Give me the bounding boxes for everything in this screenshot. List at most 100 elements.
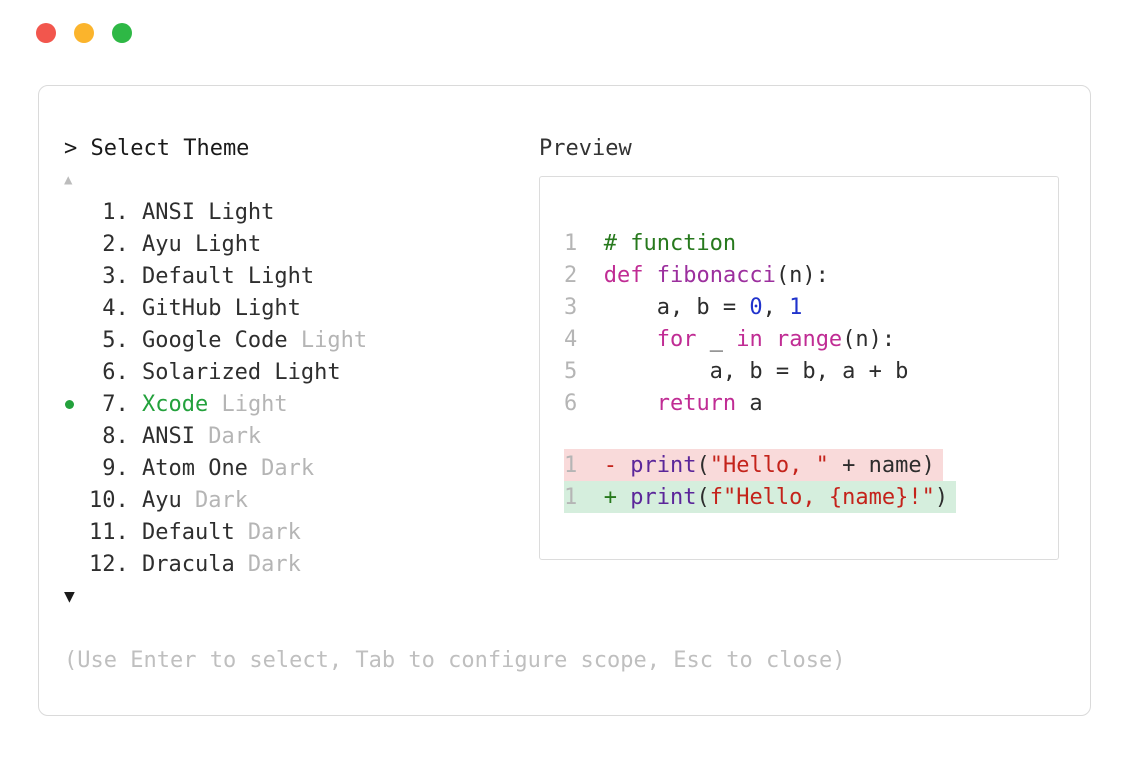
diff-line-added: 1 + print(f"Hello, {name}!") bbox=[564, 481, 957, 513]
token-plain: a, b = bbox=[603, 294, 750, 320]
theme-variant: Dark bbox=[234, 519, 301, 545]
token-diff-minus: - bbox=[603, 452, 631, 478]
code-line: 5 a, b = b, a + b bbox=[564, 355, 1034, 387]
theme-item-ansi-dark[interactable]: 8. ANSI Dark bbox=[64, 420, 539, 452]
theme-item-label: Ayu Light bbox=[142, 232, 261, 257]
theme-variant: Dark bbox=[194, 423, 262, 449]
keyboard-hint: (Use Enter to select, Tab to configure s… bbox=[64, 647, 846, 673]
theme-variant: Light bbox=[194, 199, 275, 225]
theme-variant: Light bbox=[181, 231, 262, 257]
theme-item-xcode-light[interactable]: 7. Xcode Light bbox=[64, 388, 539, 420]
theme-item-number: 10. bbox=[89, 487, 129, 513]
theme-item-label: ANSI Light bbox=[142, 200, 274, 225]
code-line: 4 for _ in range(n): bbox=[564, 323, 1034, 355]
token-keyword: in bbox=[736, 326, 763, 352]
theme-item-solarized-light[interactable]: 6.Solarized Light bbox=[64, 356, 539, 388]
theme-item-label: Xcode Light bbox=[142, 392, 288, 417]
theme-name: Google Code bbox=[141, 327, 288, 353]
theme-variant: Dark bbox=[247, 455, 315, 481]
token-plain: a bbox=[736, 390, 763, 416]
theme-variant: Light bbox=[287, 327, 368, 353]
selected-dot bbox=[65, 399, 74, 409]
theme-item-number: 11. bbox=[89, 519, 129, 545]
code-line: 3 a, b = 0, 1 bbox=[564, 291, 1034, 323]
theme-name: Solarized bbox=[141, 359, 262, 385]
minimize-button[interactable] bbox=[74, 23, 94, 43]
code-text: - print("Hello, " + name) bbox=[604, 453, 935, 478]
line-number: 6 bbox=[564, 390, 578, 416]
theme-item-label: Default Light bbox=[142, 264, 314, 289]
zoom-button[interactable] bbox=[112, 23, 132, 43]
token-diff-plus: + bbox=[603, 484, 631, 510]
theme-variant: Light bbox=[208, 391, 288, 417]
theme-name: Xcode bbox=[141, 391, 209, 417]
theme-name: Default bbox=[141, 519, 235, 545]
theme-item-label: Dracula Dark bbox=[142, 552, 301, 577]
code-text: + print(f"Hello, {name}!") bbox=[604, 485, 948, 510]
token-plain: ( bbox=[696, 452, 710, 478]
token-keyword: def bbox=[603, 262, 644, 288]
token-plain: + name) bbox=[828, 452, 935, 478]
theme-item-number: 9. bbox=[102, 455, 129, 481]
theme-item-ayu-dark[interactable]: 10. Ayu Dark bbox=[64, 484, 539, 516]
theme-item-ayu-light[interactable]: 2. Ayu Light bbox=[64, 228, 539, 260]
code-text: # function bbox=[604, 231, 736, 256]
token-number: 1 bbox=[789, 294, 803, 320]
theme-item-label: Ayu Dark bbox=[142, 488, 248, 513]
theme-item-default-dark[interactable]: 11. Default Dark bbox=[64, 516, 539, 548]
theme-item-number: 8. bbox=[102, 423, 129, 449]
code-text: a, b = b, a + b bbox=[604, 359, 909, 384]
diff-line-removed: 1 - print("Hello, " + name) bbox=[564, 449, 943, 481]
theme-item-atom-one-dark[interactable]: 9. Atom One Dark bbox=[64, 452, 539, 484]
theme-item-number: 12. bbox=[89, 551, 129, 577]
token-plain bbox=[604, 391, 657, 416]
token-keyword: range bbox=[775, 326, 843, 352]
theme-item-ansi-light[interactable]: 1.ANSI Light bbox=[64, 196, 539, 228]
theme-list: 1.ANSI Light 2. Ayu Light 3. Default Light 4.… bbox=[64, 196, 539, 580]
traffic-lights bbox=[36, 23, 132, 43]
theme-item-number: 2. bbox=[102, 231, 129, 257]
theme-variant: Light bbox=[234, 263, 315, 289]
theme-item-default-light[interactable]: 3. Default Light bbox=[64, 260, 539, 292]
code-text: for _ in range(n): bbox=[604, 327, 895, 352]
code-line: 6 return a bbox=[564, 387, 1034, 419]
line-number: 1 bbox=[564, 484, 578, 510]
theme-name: Ayu bbox=[141, 231, 182, 257]
close-button[interactable] bbox=[36, 23, 56, 43]
theme-item-label: Solarized Light bbox=[142, 360, 341, 385]
token-plain bbox=[604, 327, 657, 352]
theme-item-dracula-dark[interactable]: 12. Dracula Dark bbox=[64, 548, 539, 580]
code-text: return a bbox=[604, 391, 763, 416]
token-builtin: print bbox=[630, 452, 697, 478]
theme-item-label: ANSI Dark bbox=[142, 424, 261, 449]
token-comment: # function bbox=[603, 230, 737, 256]
code-text: a, b = 0, 1 bbox=[604, 295, 803, 320]
token-keyword: for bbox=[656, 326, 697, 352]
theme-name: Default bbox=[141, 263, 235, 289]
diff-block: 1 - print("Hello, " + name) 1 + print(f"Hel… bbox=[564, 449, 1034, 513]
theme-name: Dracula bbox=[141, 551, 235, 577]
theme-item-google-code-light[interactable]: 5.Google Code Light bbox=[64, 324, 539, 356]
select-theme-prompt: > Select Theme bbox=[64, 135, 250, 161]
token-plain: (n): bbox=[842, 326, 896, 352]
theme-variant: Light bbox=[261, 359, 341, 385]
line-number: 5 bbox=[564, 358, 578, 384]
token-plain bbox=[763, 327, 776, 352]
theme-item-label: Atom One Dark bbox=[142, 456, 314, 481]
theme-name: Ayu bbox=[141, 487, 182, 513]
theme-item-number: 7. bbox=[102, 391, 129, 417]
theme-name: GitHub bbox=[141, 295, 222, 321]
token-defname: fibonacci bbox=[656, 262, 776, 288]
line-number: 1 bbox=[564, 452, 578, 478]
theme-item-github-light[interactable]: 4.GitHub Light bbox=[64, 292, 539, 324]
token-plain: (n): bbox=[775, 262, 829, 288]
token-plain: ) bbox=[934, 484, 949, 510]
token-builtin: print bbox=[630, 484, 697, 510]
theme-item-number: 3. bbox=[102, 263, 129, 289]
theme-item-label: GitHub Light bbox=[142, 296, 301, 321]
